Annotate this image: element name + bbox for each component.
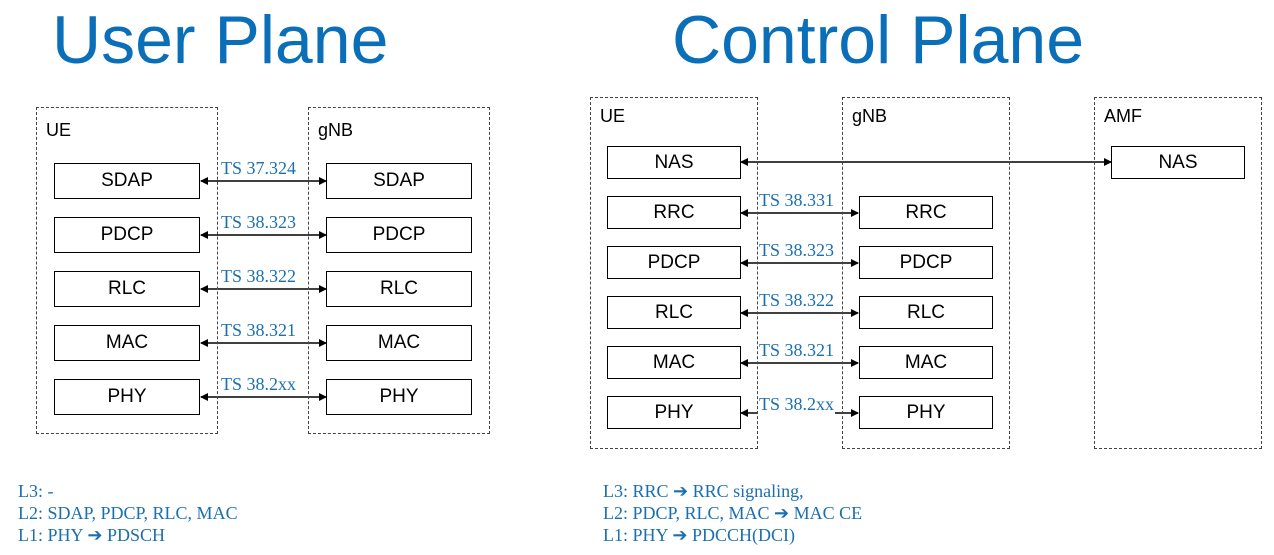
up-ue-pdcp-box: PDCP xyxy=(54,217,200,253)
cp-note-l2: L2: PDCP, RLC, MAC ➔ MAC CE xyxy=(603,502,862,524)
control-plane-title: Control Plane xyxy=(672,2,1085,78)
up-ue-region xyxy=(36,107,218,434)
up-ue-mac-box: MAC xyxy=(54,325,200,361)
up-spec-mac: TS 38.321 xyxy=(220,320,298,341)
up-gnb-sdap-box: SDAP xyxy=(326,163,472,199)
cp-note-l2-suffix: MAC CE xyxy=(793,503,863,523)
up-note-l1-prefix: L1: PHY xyxy=(18,525,83,545)
up-ue-rlc-box: RLC xyxy=(54,271,200,307)
right-arrow-icon: ➔ xyxy=(673,481,689,501)
up-gnb-label: gNB xyxy=(318,120,354,140)
cp-ue-label: UE xyxy=(600,106,626,126)
cp-gnb-phy-box: PHY xyxy=(859,396,993,429)
up-spec-pdcp: TS 38.323 xyxy=(220,212,298,233)
right-arrow-icon: ➔ xyxy=(672,525,688,545)
cp-notes: L3: RRC ➔ RRC signaling, L2: PDCP, RLC, … xyxy=(603,480,862,546)
up-ue-phy-box: PHY xyxy=(54,379,200,415)
up-gnb-mac-box: MAC xyxy=(326,325,472,361)
cp-spec-rrc: TS 38.331 xyxy=(758,190,836,211)
up-spec-rlc: TS 38.322 xyxy=(220,266,298,287)
cp-note-l1-prefix: L1: PHY xyxy=(603,525,668,545)
up-ue-label: UE xyxy=(46,120,72,140)
cp-ue-rrc-box: RRC xyxy=(607,196,741,229)
cp-spec-mac: TS 38.321 xyxy=(758,340,836,361)
right-arrow-icon: ➔ xyxy=(774,503,790,523)
user-plane-title: User Plane xyxy=(52,2,389,78)
up-note-l1-suffix: PDSCH xyxy=(106,525,165,545)
cp-gnb-pdcp-box: PDCP xyxy=(859,246,993,279)
up-note-l2: L2: SDAP, PDCP, RLC, MAC xyxy=(18,503,238,523)
up-gnb-phy-box: PHY xyxy=(326,379,472,415)
cp-gnb-rlc-box: RLC xyxy=(859,296,993,329)
cp-note-l3-prefix: L3: RRC xyxy=(603,481,669,501)
up-spec-sdap: TS 37.324 xyxy=(220,158,298,179)
cp-note-l3-suffix: RRC signaling, xyxy=(692,481,804,501)
up-notes: L3: - L2: SDAP, PDCP, RLC, MAC L1: PHY ➔… xyxy=(18,480,238,546)
cp-gnb-rrc-box: RRC xyxy=(859,196,993,229)
cp-gnb-label: gNB xyxy=(852,106,888,126)
cp-ue-rlc-box: RLC xyxy=(607,296,741,329)
cp-spec-rlc: TS 38.322 xyxy=(758,290,836,311)
cp-ue-nas-box: NAS xyxy=(607,146,741,179)
up-gnb-rlc-box: RLC xyxy=(326,271,472,307)
cp-gnb-mac-box: MAC xyxy=(859,346,993,379)
up-note-l1: L1: PHY ➔ PDSCH xyxy=(18,524,238,546)
up-gnb-pdcp-box: PDCP xyxy=(326,217,472,253)
cp-amf-nas-box: NAS xyxy=(1111,146,1245,179)
cp-amf-region xyxy=(1094,97,1262,449)
cp-note-l3: L3: RRC ➔ RRC signaling, xyxy=(603,480,862,502)
cp-ue-pdcp-box: PDCP xyxy=(607,246,741,279)
cp-spec-pdcp: TS 38.323 xyxy=(758,240,836,261)
cp-amf-label: AMF xyxy=(1104,106,1142,126)
cp-note-l1-suffix: PDCCH(DCI) xyxy=(691,525,795,545)
up-note-l3: L3: - xyxy=(18,481,54,501)
right-arrow-icon: ➔ xyxy=(87,525,103,545)
up-ue-sdap-box: SDAP xyxy=(54,163,200,199)
cp-note-l1: L1: PHY ➔ PDCCH(DCI) xyxy=(603,524,862,546)
cp-gnb-region xyxy=(842,97,1010,449)
cp-ue-phy-box: PHY xyxy=(607,396,741,429)
cp-ue-region xyxy=(590,97,758,449)
up-gnb-region xyxy=(308,107,490,434)
cp-ue-mac-box: MAC xyxy=(607,346,741,379)
up-spec-phy: TS 38.2xx xyxy=(220,374,298,395)
cp-note-l2-prefix: L2: PDCP, RLC, MAC xyxy=(603,503,770,523)
cp-spec-phy: TS 38.2xx xyxy=(758,394,836,415)
